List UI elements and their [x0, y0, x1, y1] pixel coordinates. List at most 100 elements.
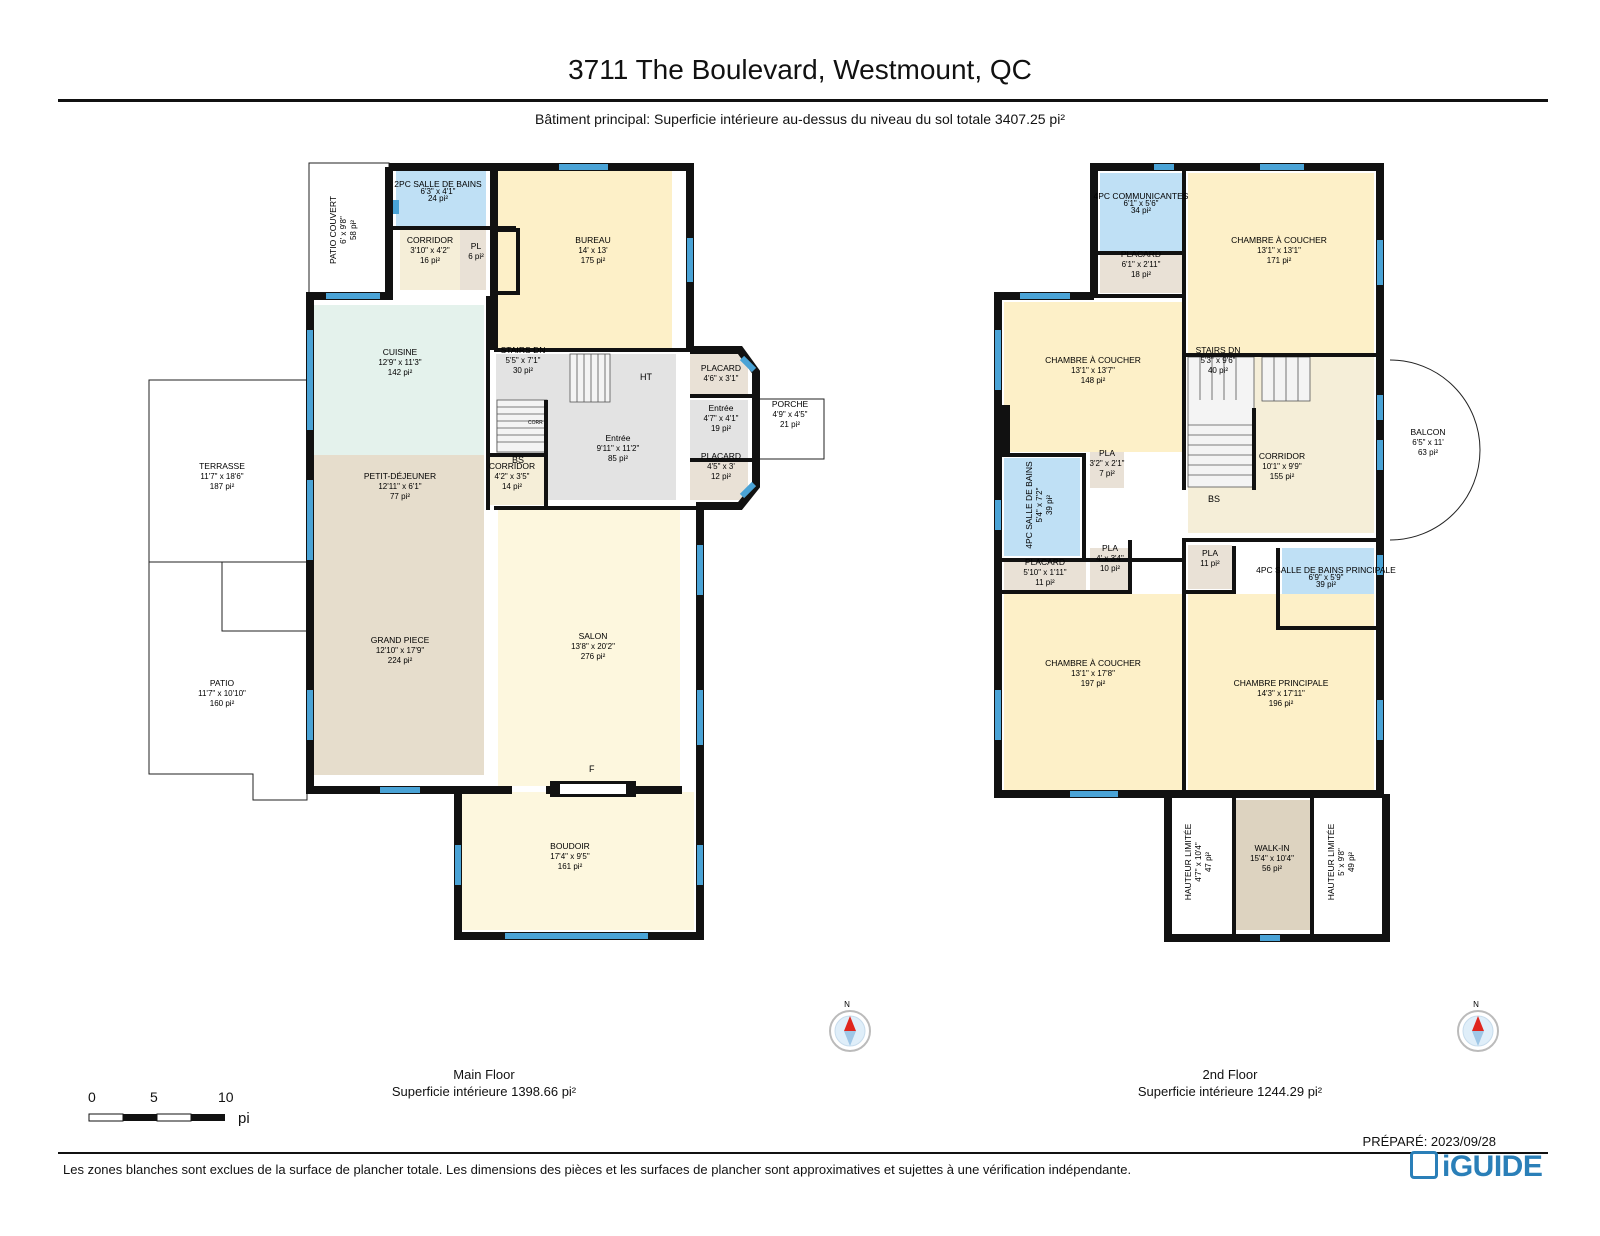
- room-name: 4PC SALLE DE BAINS PRINCIPALE: [1256, 565, 1396, 575]
- scale-tick-0: 0: [88, 1089, 96, 1105]
- brand-logo: iGUIDE: [1410, 1150, 1543, 1184]
- room-name: 4PC COMMUNICANTES: [1094, 191, 1189, 201]
- room-name: PATIO: [210, 678, 235, 688]
- room-fill-cuisine: [314, 305, 484, 455]
- room-dimensions: 4'5" x 3': [707, 462, 735, 471]
- room-name: Entrée: [708, 403, 733, 413]
- room-area: 187 pi²: [210, 482, 235, 491]
- room-area: 24 pi²: [428, 194, 448, 203]
- main-floor-caption: Main Floor Superficie intérieure 1398.66…: [284, 1066, 684, 1100]
- room-name: 4PC SALLE DE BAINS: [1024, 461, 1034, 549]
- room-name: WALK-IN: [1254, 843, 1289, 853]
- room-fill-placard-bottom: [690, 460, 748, 500]
- room-dimensions: 4'6" x 3'1": [704, 374, 739, 383]
- room-name: PETIT-DÉJEUNER: [364, 471, 436, 481]
- room-fill-4pc-bath: [1004, 458, 1080, 556]
- room-area: 21 pi²: [780, 420, 800, 429]
- room-dimensions: 4' x 3'4": [1096, 554, 1124, 563]
- compass-main-icon: N: [829, 1000, 871, 1052]
- room-name: PORCHE: [772, 399, 809, 409]
- room-name: PLACARD: [701, 451, 741, 461]
- room-area: 155 pi²: [1270, 472, 1295, 481]
- room-name: PL: [471, 241, 482, 251]
- room-fill-chambre-1: [1188, 173, 1374, 353]
- room-area: 12 pi²: [711, 472, 731, 481]
- room-area: 19 pi²: [711, 424, 731, 433]
- room-name: TERRASSE: [199, 461, 245, 471]
- room-fill-chambre-3: [1004, 594, 1184, 790]
- room-area: 14 pi²: [502, 482, 522, 491]
- room-fill-terrasse: [148, 379, 308, 563]
- mark-bs: BS: [512, 455, 524, 465]
- room-name: GRAND PIECE: [371, 635, 430, 645]
- room-dimensions: 5'4" x 7'2": [1035, 487, 1044, 522]
- room-name: PLACARD: [1121, 249, 1161, 259]
- mark-fireplace: F: [589, 764, 595, 774]
- room-fill-walk-in: [1234, 800, 1310, 930]
- room-dimensions: 14' x 13': [578, 246, 608, 255]
- main-floor-area: Superficie intérieure 1398.66 pi²: [391, 1084, 577, 1099]
- scale-tick-5: 5: [150, 1089, 158, 1105]
- room-name: PLACARD: [1025, 557, 1065, 567]
- room-dimensions: 12'10" x 17'9": [376, 646, 424, 655]
- room-name: PLA: [1102, 543, 1118, 553]
- room-area: 47 pi²: [1204, 852, 1213, 872]
- room-name: CUISINE: [383, 347, 418, 357]
- room-fill-pla-small: [1090, 452, 1124, 488]
- room-dimensions: 15'4" x 10'4": [1250, 854, 1294, 863]
- room-name: Entrée: [605, 433, 630, 443]
- room-name: CORRIDOR: [489, 461, 535, 471]
- room-fill-entree-small: [690, 400, 748, 458]
- room-dimensions: 5'10" x 1'11": [1023, 568, 1066, 577]
- main-room-label: PL6 pi²: [468, 241, 484, 261]
- room-fill-pl: [460, 230, 486, 290]
- room-area: 148 pi²: [1081, 376, 1106, 385]
- room-dimensions: 6'3" x 4'1": [421, 187, 456, 196]
- room-fill-placard-top: [690, 354, 748, 394]
- second-windows: [995, 164, 1383, 941]
- room-fill-corridor-bs: [486, 455, 544, 505]
- wall: [496, 228, 520, 295]
- compass-north-label: N: [1473, 1000, 1479, 1009]
- room-area: 77 pi²: [390, 492, 410, 501]
- room-area: 276 pi²: [581, 652, 606, 661]
- room-area: 11 pi²: [1200, 559, 1220, 568]
- iguide-logo-icon: [1410, 1151, 1438, 1180]
- wall: [306, 167, 512, 794]
- room-dimensions: 4'2" x 3'5": [495, 472, 530, 481]
- room-area: 6 pi²: [468, 252, 484, 261]
- room-fill-pla-2: [1090, 548, 1130, 590]
- room-dimensions: 6'1" x 5'6": [1124, 199, 1159, 208]
- wall: [489, 163, 694, 350]
- room-area: 56 pi²: [1262, 864, 1282, 873]
- room-area: 34 pi²: [1131, 206, 1151, 215]
- room-fill-boudoir: [458, 792, 694, 930]
- room-name: BALCON: [1411, 427, 1446, 437]
- room-name: 2PC SALLE DE BAINS: [394, 179, 482, 189]
- room-dimensions: 5'5" x 7'1": [506, 356, 541, 365]
- room-area: 196 pi²: [1269, 699, 1294, 708]
- fireplace-opening: [560, 784, 626, 794]
- main-floor-name: Main Floor: [453, 1067, 515, 1082]
- room-name: CORRIDOR: [1259, 451, 1305, 461]
- scale-bar-graphic: [88, 1113, 225, 1122]
- room-fill-placard: [1100, 255, 1182, 293]
- room-dimensions: 5' x 9'8": [1337, 848, 1346, 876]
- wall: [1184, 546, 1236, 594]
